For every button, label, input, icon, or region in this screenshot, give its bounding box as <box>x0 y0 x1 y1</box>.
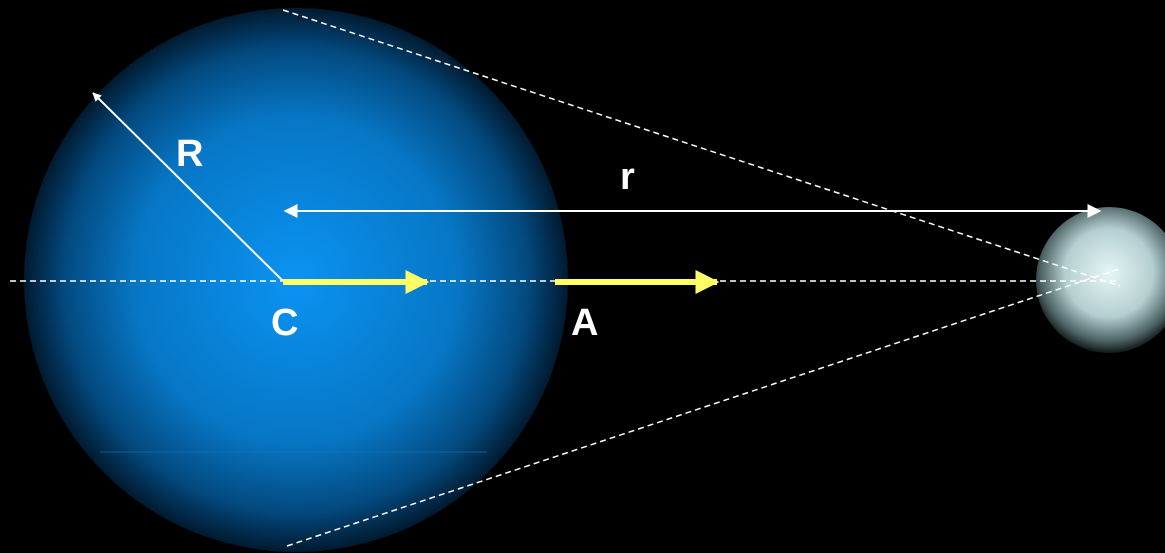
center-label: C <box>271 302 298 344</box>
tangent-line-top <box>282 9 1121 287</box>
radius-label: R <box>176 133 203 175</box>
tangent-line-bottom <box>286 267 1123 547</box>
distance-label: r <box>620 156 635 198</box>
point-label: A <box>571 302 598 344</box>
radius-arrow <box>92 92 284 282</box>
